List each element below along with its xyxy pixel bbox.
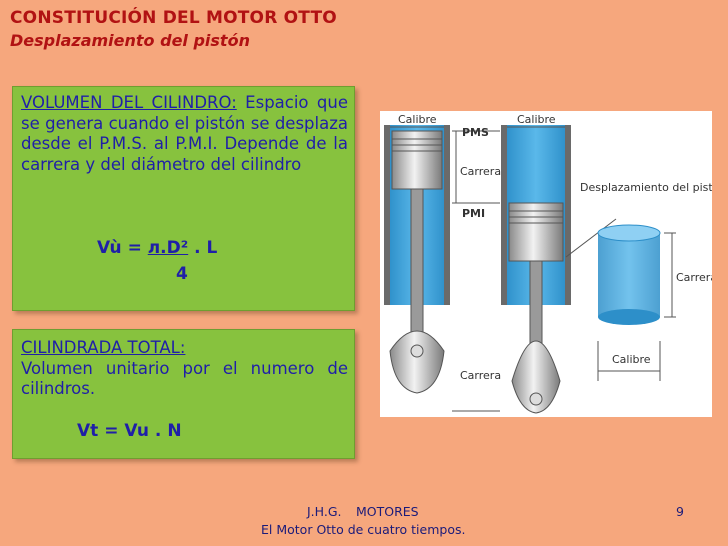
slide-subtitle: Desplazamiento del pistón [10, 31, 250, 50]
displacement-heading: CILINDRADA TOTAL: [21, 338, 186, 357]
footer-subject: MOTORES [356, 504, 419, 519]
footer-caption: El Motor Otto de cuatro tiempos. [261, 522, 466, 537]
label-pmi: PMI [462, 207, 485, 220]
label-pms: PMS [462, 126, 489, 139]
volume-formula-numerator: л.D² [147, 238, 189, 258]
displacement-text: Volumen unitario por el numero de cilind… [21, 358, 348, 399]
page-number: 9 [676, 504, 684, 519]
piston-diagram: Calibre Calibre PMS Carrera PMI Desplaza… [380, 111, 726, 417]
volume-heading: VOLUMEN DEL CILINDRO: [21, 93, 237, 112]
left-cylinder [384, 125, 450, 394]
right-cylinder [501, 125, 571, 414]
dimension-lines [390, 126, 617, 412]
volume-description: VOLUMEN DEL CILINDRO: Espacio que se gen… [21, 93, 348, 175]
volume-text: Espacio que se genera cuando el pistón s… [21, 93, 349, 174]
volume-box: VOLUMEN DEL CILINDRO: Espacio que se gen… [12, 86, 355, 311]
label-carrera-bottom: Carrera [460, 369, 501, 382]
label-calibre-right: Calibre [517, 113, 556, 126]
displacement-cylinder [597, 224, 676, 381]
volume-formula-right: . L [188, 238, 218, 258]
volume-formula-left: Vù = [97, 238, 148, 258]
label-carrera-cylinder: Carrera [676, 271, 712, 284]
label-carrera-top: Carrera [460, 165, 501, 178]
slide-title: CONSTITUCIÓN DEL MOTOR OTTO [10, 8, 337, 28]
displacement-description: CILINDRADA TOTAL: Volumen unitario por e… [21, 338, 348, 400]
label-desplazamiento: Desplazamiento del pistón [580, 181, 712, 194]
volume-formula-denominator: 4 [176, 264, 188, 284]
label-calibre-left: Calibre [398, 113, 437, 126]
label-calibre-bottom: Calibre [612, 353, 651, 366]
displacement-box: CILINDRADA TOTAL: Volumen unitario por e… [12, 329, 355, 459]
volume-formula: Vù = л.D² . L [97, 238, 217, 258]
piston-diagram-svg: Calibre Calibre PMS Carrera PMI Desplaza… [384, 113, 726, 414]
displacement-formula: Vt = Vu . N [77, 421, 182, 441]
footer-author: J.H.G. [307, 504, 342, 519]
